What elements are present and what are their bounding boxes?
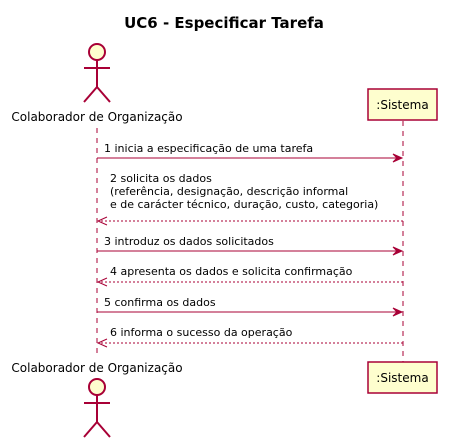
message-2: 2 solicita os dados(referência, designaç… [96, 172, 403, 226]
message-1: 1 inicia a especificação de uma tarefa [97, 142, 404, 163]
message-3-arrowhead [392, 246, 404, 256]
message-4: 4 apresenta os dados e solicita confirma… [96, 265, 403, 287]
message-6: 6 informa o sucesso da operação [96, 326, 403, 348]
message-2-text-line-2: (referência, designação, descrição infor… [110, 185, 348, 198]
messages: 1 inicia a especificação de uma tarefa 2 … [96, 142, 404, 348]
message-3: 3 introduz os dados solicitados [97, 235, 404, 256]
actor-top: Colaborador de Organização [11, 43, 183, 124]
participant-label-top: :Sistema [376, 98, 428, 112]
stick-figure-icon [83, 378, 111, 438]
message-6-arrowhead [96, 338, 108, 348]
message-2-text-line-3: e de carácter técnico, duração, custo, c… [110, 198, 378, 211]
actor-label-bottom: Colaborador de Organização [11, 361, 182, 375]
message-6-text-line-1: 6 informa o sucesso da operação [110, 326, 293, 339]
actor-bottom: Colaborador de Organização [11, 361, 183, 438]
participant-bottom: :Sistema [367, 361, 438, 394]
message-5-arrowhead [392, 307, 404, 317]
participant-top: :Sistema [367, 88, 438, 121]
message-1-arrowhead [392, 153, 404, 163]
participant-label-bottom: :Sistema [376, 371, 428, 385]
message-4-text-line-1: 4 apresenta os dados e solicita confirma… [110, 265, 353, 278]
participant-box-top [367, 88, 438, 121]
actor-label-top: Colaborador de Organização [11, 110, 182, 124]
message-5-text-line-1: 5 confirma os dados [104, 296, 216, 309]
message-1-text-line-1: 1 inicia a especificação de uma tarefa [104, 142, 313, 155]
message-2-arrowhead [96, 216, 108, 226]
message-2-text-line-1: 2 solicita os dados [110, 172, 212, 185]
diagram-title: UC6 - Especificar Tarefa [124, 14, 324, 32]
message-3-text-line-1: 3 introduz os dados solicitados [104, 235, 274, 248]
message-5: 5 confirma os dados [97, 296, 404, 317]
message-4-arrowhead [96, 277, 108, 287]
stick-figure-icon [83, 43, 111, 103]
participant-box-bottom [367, 361, 438, 394]
